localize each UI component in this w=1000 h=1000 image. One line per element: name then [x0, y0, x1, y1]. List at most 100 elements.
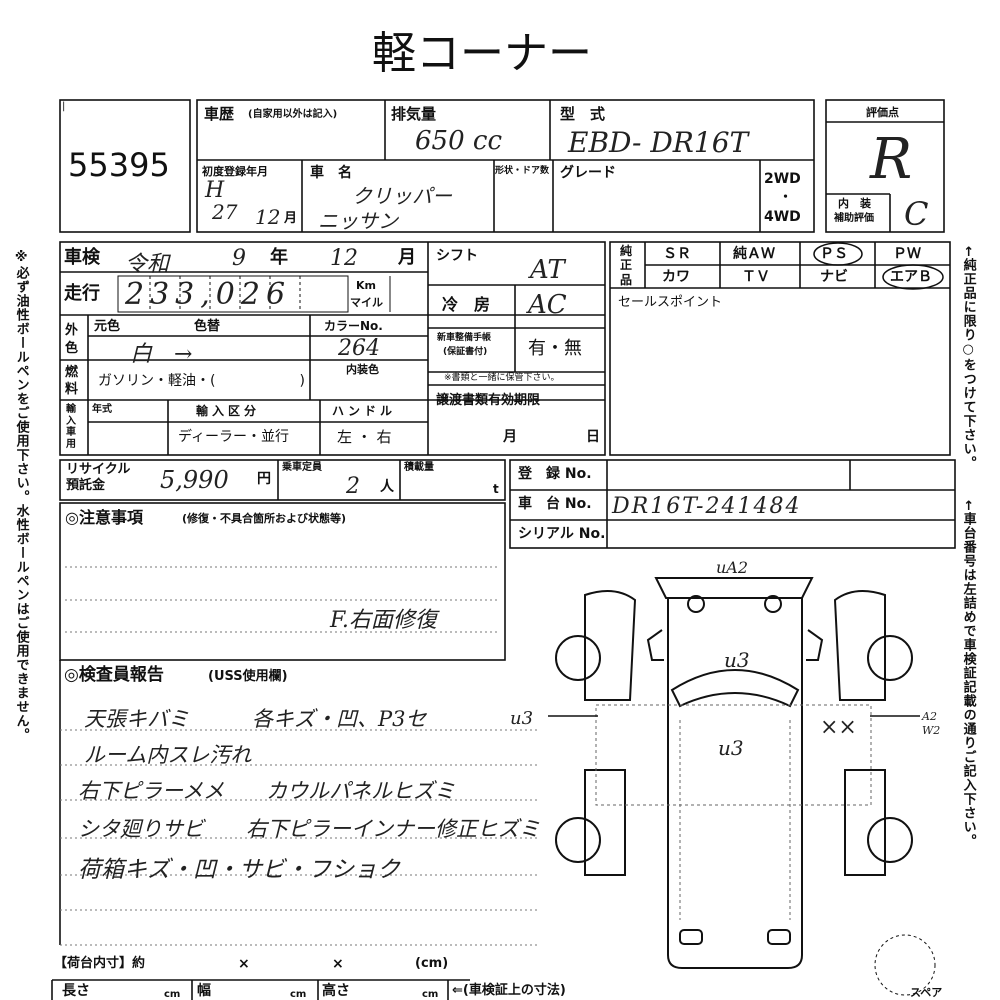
genuine-aw[interactable]: 純ＡＷ [733, 246, 775, 262]
interior-value: C [904, 195, 929, 233]
score-label: 評価点 [866, 106, 899, 119]
mile-unit: マイル [350, 296, 383, 309]
drive-4wd: 4WD [764, 209, 801, 225]
first-reg-era: H [205, 178, 225, 203]
lot-corner-mark: | [62, 101, 66, 112]
chassis-no-label: 車 台 No. [518, 496, 592, 512]
page-title: 軽コーナー [372, 28, 592, 79]
cargo-height-label: 高さ [322, 983, 350, 999]
car-name-2: ニッサン [318, 209, 398, 233]
genuine-label: 純正品 [620, 244, 633, 287]
grade-label: グレード [560, 165, 616, 181]
color-no-value: 264 [338, 336, 380, 361]
aircon-value: AC [528, 290, 567, 320]
interior-color-label: 内装色 [346, 363, 379, 376]
shaken-month-unit: 月 [398, 247, 416, 268]
drive-dot: ・ [779, 190, 793, 205]
shaken-year: 9 [232, 246, 246, 271]
inspector-line-4: シタ廻りサビ 右下ピラーインナー修正ヒズミ [78, 817, 540, 841]
first-reg-month: 12 [255, 205, 281, 229]
aircon-label: 冷 房 [442, 295, 491, 314]
serial-no-label: シリアル No. [518, 526, 606, 542]
caution-text: F.右面修復 [330, 608, 437, 633]
interior-label-1: 内 装 [838, 197, 871, 210]
score-value: R [870, 127, 913, 192]
cargo-times-1: × [238, 956, 250, 972]
model-value: EBD- DR16T [568, 126, 749, 159]
displacement-label: 排気量 [391, 105, 437, 123]
recycle-label-1: リサイクル [66, 462, 131, 477]
import-label: 輸入車用 [66, 404, 76, 450]
handle-label: ハンドル [332, 404, 397, 418]
cargo-length-cm: cm [164, 989, 181, 1000]
capacity-unit: 人 [380, 479, 394, 495]
handle-value: 左 ・ 右 [337, 428, 392, 446]
lot-number: 55395 [68, 146, 170, 184]
cargo-label: 【荷台内寸】約 [54, 956, 146, 971]
reg-no-label: 登 録 No. [518, 466, 592, 482]
color-no-label: カラーNo. [324, 319, 383, 333]
genuine-sr[interactable]: ＳＲ [663, 246, 691, 262]
genuine-airbag[interactable]: エアＢ [890, 269, 932, 285]
import-class-label: 輸入区分 [196, 404, 261, 418]
genuine-tv[interactable]: ＴＶ [742, 269, 770, 285]
side-note-right-2: ←車台番号は左詰めで車検証記載の通りご記入下さい。 [960, 500, 976, 848]
first-reg-month-unit: 月 [284, 211, 298, 226]
cargo-note: ⇐(車検証上の寸法) [452, 983, 566, 998]
history-label: 車歴 [204, 105, 235, 123]
model-label: 型 式 [560, 105, 606, 123]
diagram-front-mark: u3 [724, 648, 750, 672]
cargo-height-cm: cm [422, 989, 439, 1000]
recycle-label-2: 預託金 [66, 478, 106, 493]
genuine-leather[interactable]: カワ [662, 269, 690, 285]
fuel-label: 燃料 [65, 365, 79, 397]
cargo-times-2: × [332, 956, 344, 972]
inspector-note: (USS使用欄) [208, 669, 288, 684]
diagram-top-mark: uA2 [716, 558, 749, 577]
genuine-ps[interactable]: ＰＳ [820, 246, 848, 262]
car-name-1: クリッパー [352, 184, 452, 208]
recycle-value: 5,990 [160, 466, 229, 494]
shaken-label: 車検 [64, 247, 100, 268]
shift-value: AT [530, 255, 565, 285]
car-diagram [555, 577, 913, 969]
spare-label: スペア [910, 986, 943, 999]
original-color-label: 元色 [94, 319, 121, 334]
mileage-value: 233,026 [125, 277, 292, 312]
exterior-label: 外色 [65, 323, 79, 357]
capacity-value: 2 [346, 474, 360, 499]
genuine-navi[interactable]: ナビ [820, 269, 848, 285]
caution-label: ◎注意事項 [65, 508, 143, 527]
door-label: 形状・ドア数 [495, 166, 550, 176]
side-note-right-1: ←純正品に限り○をつけて下さい。 [960, 246, 976, 470]
genuine-pw[interactable]: ＰＷ [893, 246, 921, 262]
cargo-width-label: 幅 [197, 983, 211, 999]
mileage-label: 走行 [64, 283, 100, 304]
sales-point-label: セールスポイント [618, 295, 723, 310]
repaint-label: 色替 [194, 319, 221, 334]
transfer-label: 譲渡書類有効期限 [436, 393, 541, 408]
history-note: (自家用以外は記入) [248, 109, 338, 120]
cargo-width-cm: cm [290, 989, 307, 1000]
first-reg-label: 初度登録年月 [202, 165, 268, 178]
first-reg-year: 27 [212, 200, 238, 224]
model-year-label: 年式 [92, 404, 112, 415]
shaken-month: 12 [330, 246, 358, 271]
transfer-month: 月 [503, 429, 517, 445]
diagram-right-2: W2 [922, 724, 941, 737]
km-unit: Km [356, 279, 376, 292]
maintenance-label-2: (保証書付) [443, 347, 488, 357]
shaken-year-unit: 年 [270, 247, 288, 268]
diagram-right-1: A2 [922, 710, 937, 723]
inspector-line-1: 天張キバミ 各キズ・凹、P3セ [84, 707, 427, 731]
fuel-value: ガソリン・軽油・( ) [98, 373, 305, 389]
cargo-length-label: 長さ [62, 983, 90, 999]
transfer-day: 日 [586, 429, 600, 445]
caution-note: (修復・不具合箇所および状態等) [182, 512, 347, 525]
inspector-line-3: 右下ピラーメメ カウルパネルヒズミ [78, 779, 456, 803]
diagram-right-x: ×× [820, 715, 857, 740]
maintenance-label-1: 新車整備手帳 [437, 333, 492, 343]
diagram-center-mark: u3 [718, 736, 744, 760]
recycle-unit: 円 [257, 471, 271, 487]
